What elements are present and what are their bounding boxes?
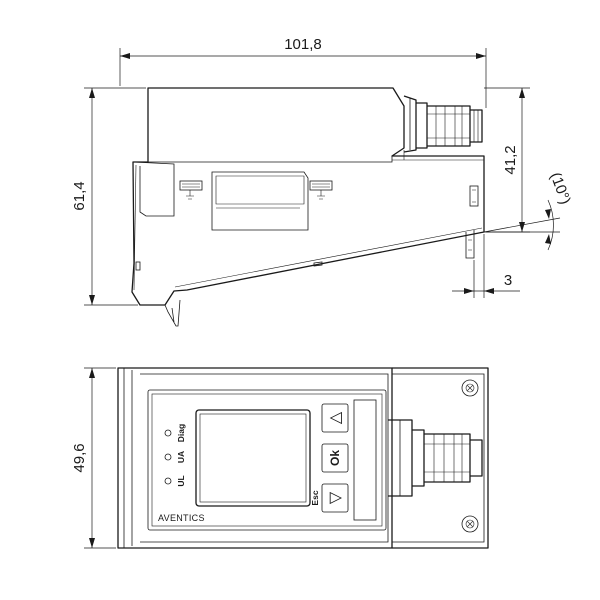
ua-led <box>164 453 172 461</box>
side-clip-right <box>309 180 333 200</box>
diag-led <box>164 429 172 437</box>
screw-bottom <box>461 515 479 533</box>
front-view: Diag UA UL △ Ok ▽ Esc AVENTICS <box>117 367 489 549</box>
side-body-outline <box>131 87 485 306</box>
side-mark <box>135 261 141 271</box>
upper-body-edge <box>148 156 393 163</box>
esc-label: Esc <box>310 490 320 505</box>
ul-label: UL <box>176 475 186 486</box>
length-dimension: 101,8 <box>284 36 322 53</box>
base-inner-line <box>174 227 483 288</box>
connector-height-dimension: 41,2 <box>502 145 519 174</box>
side-dimensions: 101,8 61,4 41,2 (10°) 3 <box>71 36 574 306</box>
label-slot <box>353 399 377 521</box>
angle-dimension: (10°) <box>547 170 574 207</box>
ua-label: UA <box>176 451 186 463</box>
front-cover-slope <box>133 164 137 291</box>
angle-arc <box>547 199 554 251</box>
bottom-pin <box>465 230 475 259</box>
side-view <box>131 87 485 327</box>
base-notch <box>313 261 323 267</box>
front-cover <box>132 161 175 217</box>
led-group: Diag UA UL <box>164 424 186 487</box>
up-arrow-icon: △ <box>327 411 344 424</box>
diag-label: Diag <box>176 424 186 442</box>
height-dimension: 61,4 <box>71 181 88 210</box>
side-indicator <box>469 185 479 207</box>
ul-led <box>164 477 172 485</box>
connector-block <box>392 367 489 549</box>
side-clip-left <box>179 180 203 200</box>
side-window <box>211 171 309 231</box>
down-button[interactable]: ▽ <box>321 483 349 513</box>
display-screen <box>195 409 311 507</box>
offset-dimension: 3 <box>504 272 512 289</box>
down-arrow-icon: ▽ <box>327 491 344 504</box>
up-button[interactable]: △ <box>321 403 349 433</box>
side-connector <box>403 95 483 153</box>
front-height-dimension: 49,6 <box>71 443 88 472</box>
ok-button[interactable]: Ok <box>321 443 349 473</box>
ok-label: Ok <box>328 450 342 466</box>
front-connector <box>388 419 483 497</box>
bottom-latch <box>164 299 181 327</box>
front-panel <box>147 389 387 531</box>
front-dimensions: 49,6 <box>71 367 116 549</box>
screw-top <box>461 379 479 397</box>
side-window-inner <box>215 175 305 209</box>
brand-label: AVENTICS <box>158 513 205 523</box>
